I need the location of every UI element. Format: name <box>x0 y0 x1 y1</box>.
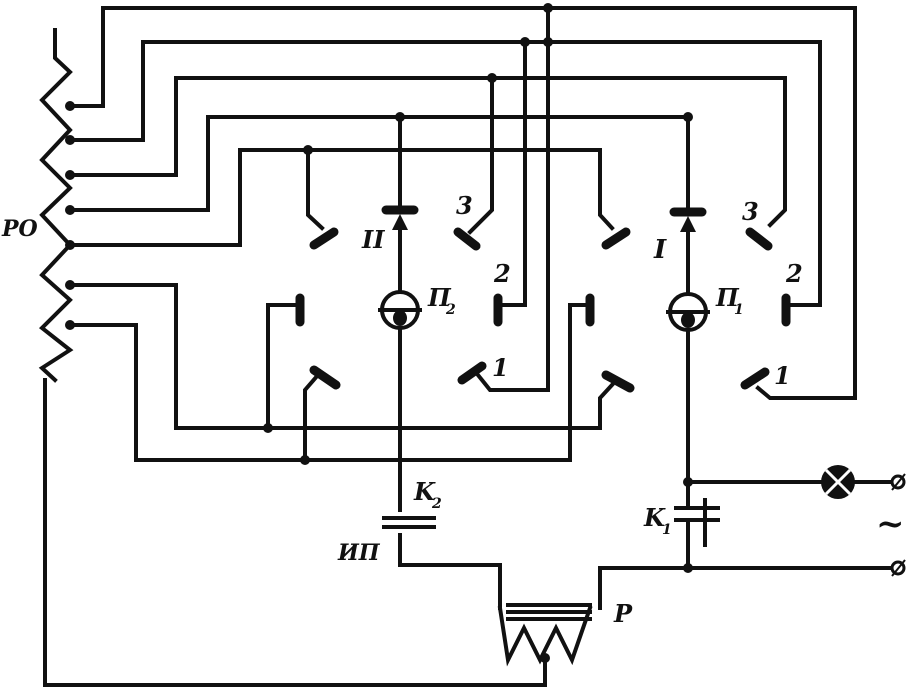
label-left-pos2: 2 <box>493 259 511 288</box>
lamp-and-supply <box>598 465 906 610</box>
label-p1: П <box>715 283 740 312</box>
label-left-pos3: 3 <box>456 191 473 220</box>
label-ro: РО <box>1 216 38 242</box>
label-ac: ~ <box>876 504 905 544</box>
left-switch-wiring <box>263 3 553 465</box>
label-p1-sub: 1 <box>734 302 744 318</box>
label-right-pos2: 2 <box>785 259 803 288</box>
switch-contacts <box>295 227 791 393</box>
label-p2: П <box>427 283 452 312</box>
regulator-resistor <box>38 28 74 687</box>
label-k1: K <box>643 503 666 532</box>
relay-p <box>43 603 593 687</box>
label-k2: K <box>413 477 436 506</box>
label-left-pos1: 1 <box>492 353 509 382</box>
label-r: Р <box>613 599 633 628</box>
labels: РО II I П 2 П 1 K 2 K 1 ИП Р ~ 3 2 1 3 2… <box>1 191 905 628</box>
label-k2-sub: 2 <box>431 496 442 512</box>
label-right-pos1: 1 <box>774 361 791 390</box>
rectifier-2-column <box>378 112 502 610</box>
label-rect-2: II <box>361 225 385 254</box>
label-right-pos3: 3 <box>742 197 759 226</box>
label-p2-sub: 2 <box>445 302 456 318</box>
label-k1-sub: 1 <box>662 522 672 538</box>
rectifier-1-column <box>666 112 720 573</box>
label-ip: ИП <box>337 540 381 566</box>
tap-wires <box>68 6 857 462</box>
label-rect-1: I <box>653 235 667 265</box>
